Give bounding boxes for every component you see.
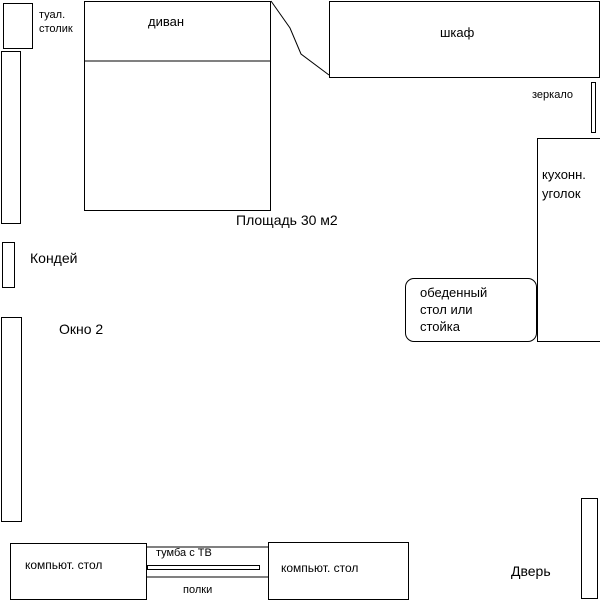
toilet-table (3, 3, 33, 49)
aircon-label: Кондей (30, 250, 78, 266)
mirror-label: зеркало (532, 89, 573, 101)
computer-desk-right (268, 542, 409, 600)
kitchen-corner (537, 138, 600, 342)
computer-desk-left-label: компьют. стол (25, 558, 103, 572)
wardrobe-door-swing (270, 0, 330, 76)
window-1 (1, 51, 21, 224)
toilet-table-label-1: туал. (39, 9, 66, 21)
dining-table-label-1: обеденный (420, 285, 488, 300)
area-label: Площадь 30 м2 (236, 212, 338, 228)
dining-table-label-2: стол или (420, 302, 473, 317)
tv-stand-label: тумба с ТВ (156, 547, 212, 559)
shelves-label: полки (183, 584, 213, 596)
dining-table (405, 278, 537, 342)
sofa (84, 1, 271, 211)
sofa-label: диван (148, 14, 185, 29)
window-2-label: Окно 2 (59, 321, 104, 337)
kitchen-corner-label-2: уголок (542, 186, 581, 201)
mirror (591, 82, 596, 133)
computer-desk-right-label: компьют. стол (281, 561, 359, 575)
door (581, 498, 598, 599)
wardrobe-label: шкаф (440, 25, 475, 40)
window-2 (1, 317, 22, 522)
aircon (2, 242, 15, 288)
wardrobe (329, 1, 600, 78)
toilet-table-label-2: столик (39, 23, 73, 35)
kitchen-corner-label-1: кухонн. (542, 167, 586, 182)
tv-stand (147, 565, 260, 570)
dining-table-label-3: стойка (420, 319, 461, 334)
door-label: Дверь (511, 563, 551, 579)
